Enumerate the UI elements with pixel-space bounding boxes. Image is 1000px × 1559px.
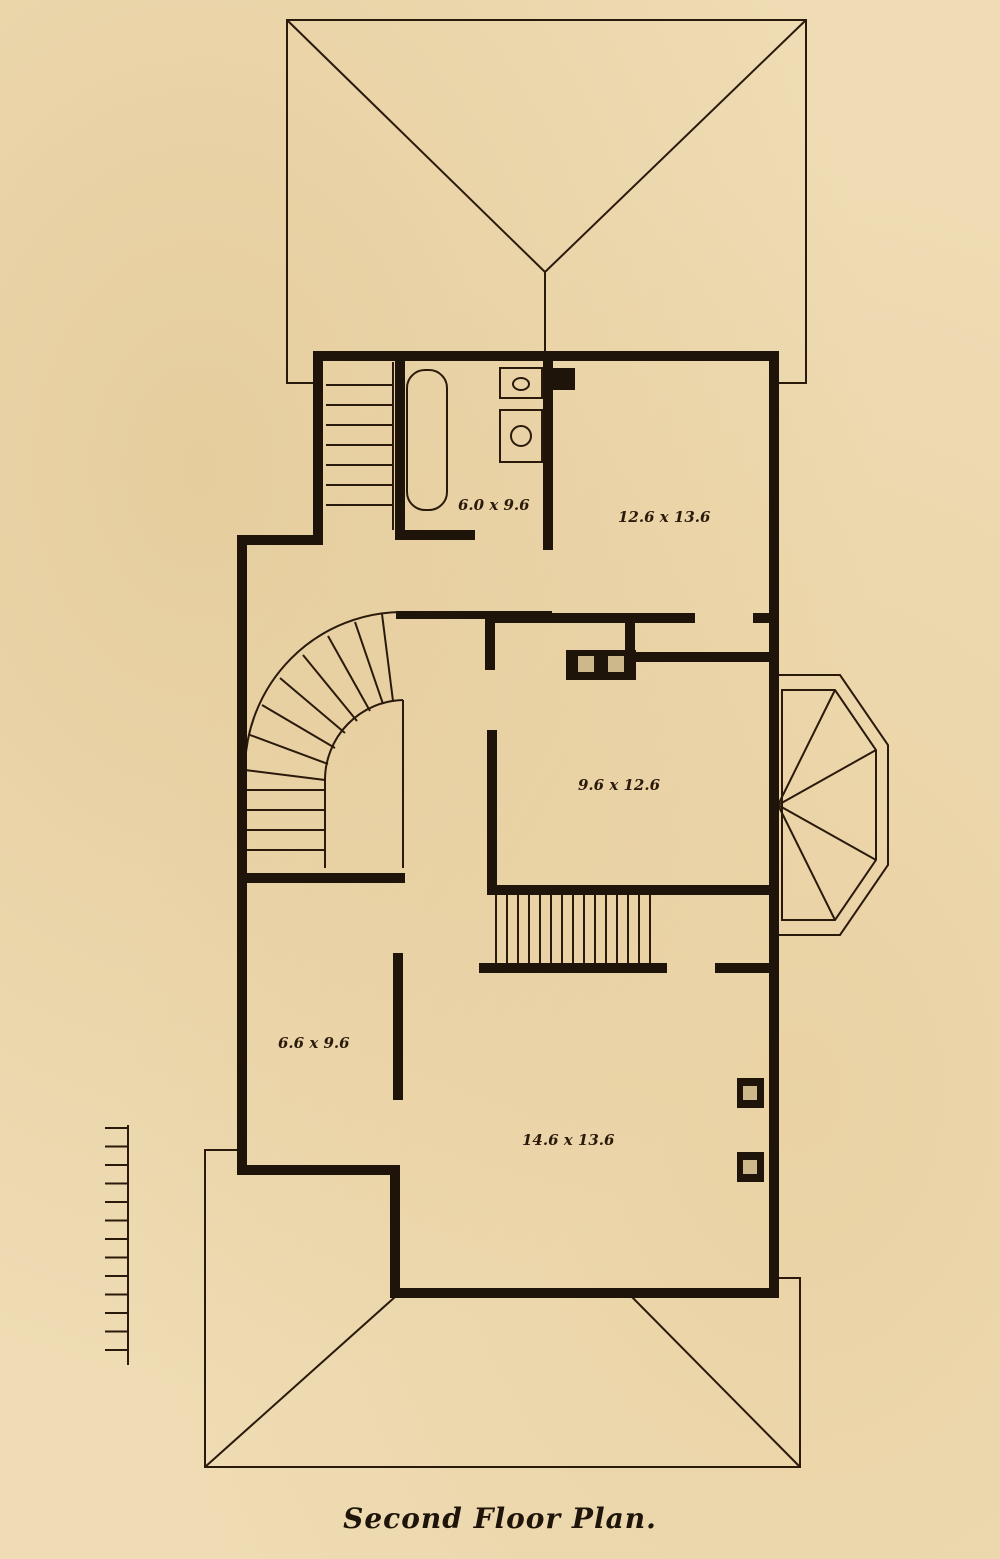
stairs-main-curved	[244, 611, 404, 868]
plan-caption: Second Floor Plan.	[343, 1502, 657, 1535]
room-label-bedroom-w: 6.6 x 9.6	[278, 1034, 350, 1052]
sink	[499, 409, 543, 463]
stairs-straight	[495, 895, 651, 965]
bay-window	[777, 674, 889, 936]
scale-bar	[105, 1125, 129, 1365]
room-label-bedroom-e: 9.6 x 12.6	[578, 776, 661, 794]
toilet	[499, 367, 543, 399]
bathtub	[406, 369, 448, 511]
walls	[237, 351, 779, 1298]
roof-top	[286, 19, 807, 384]
room-label-bedroom-s: 14.6 x 13.6	[522, 1131, 615, 1149]
chimneys	[553, 368, 764, 1182]
room-label-bedroom-ne: 12.6 x 13.6	[618, 508, 711, 526]
roof-bottom	[204, 1149, 801, 1468]
stairs-back	[326, 362, 394, 530]
room-label-bath: 6.0 x 9.6	[458, 496, 530, 514]
